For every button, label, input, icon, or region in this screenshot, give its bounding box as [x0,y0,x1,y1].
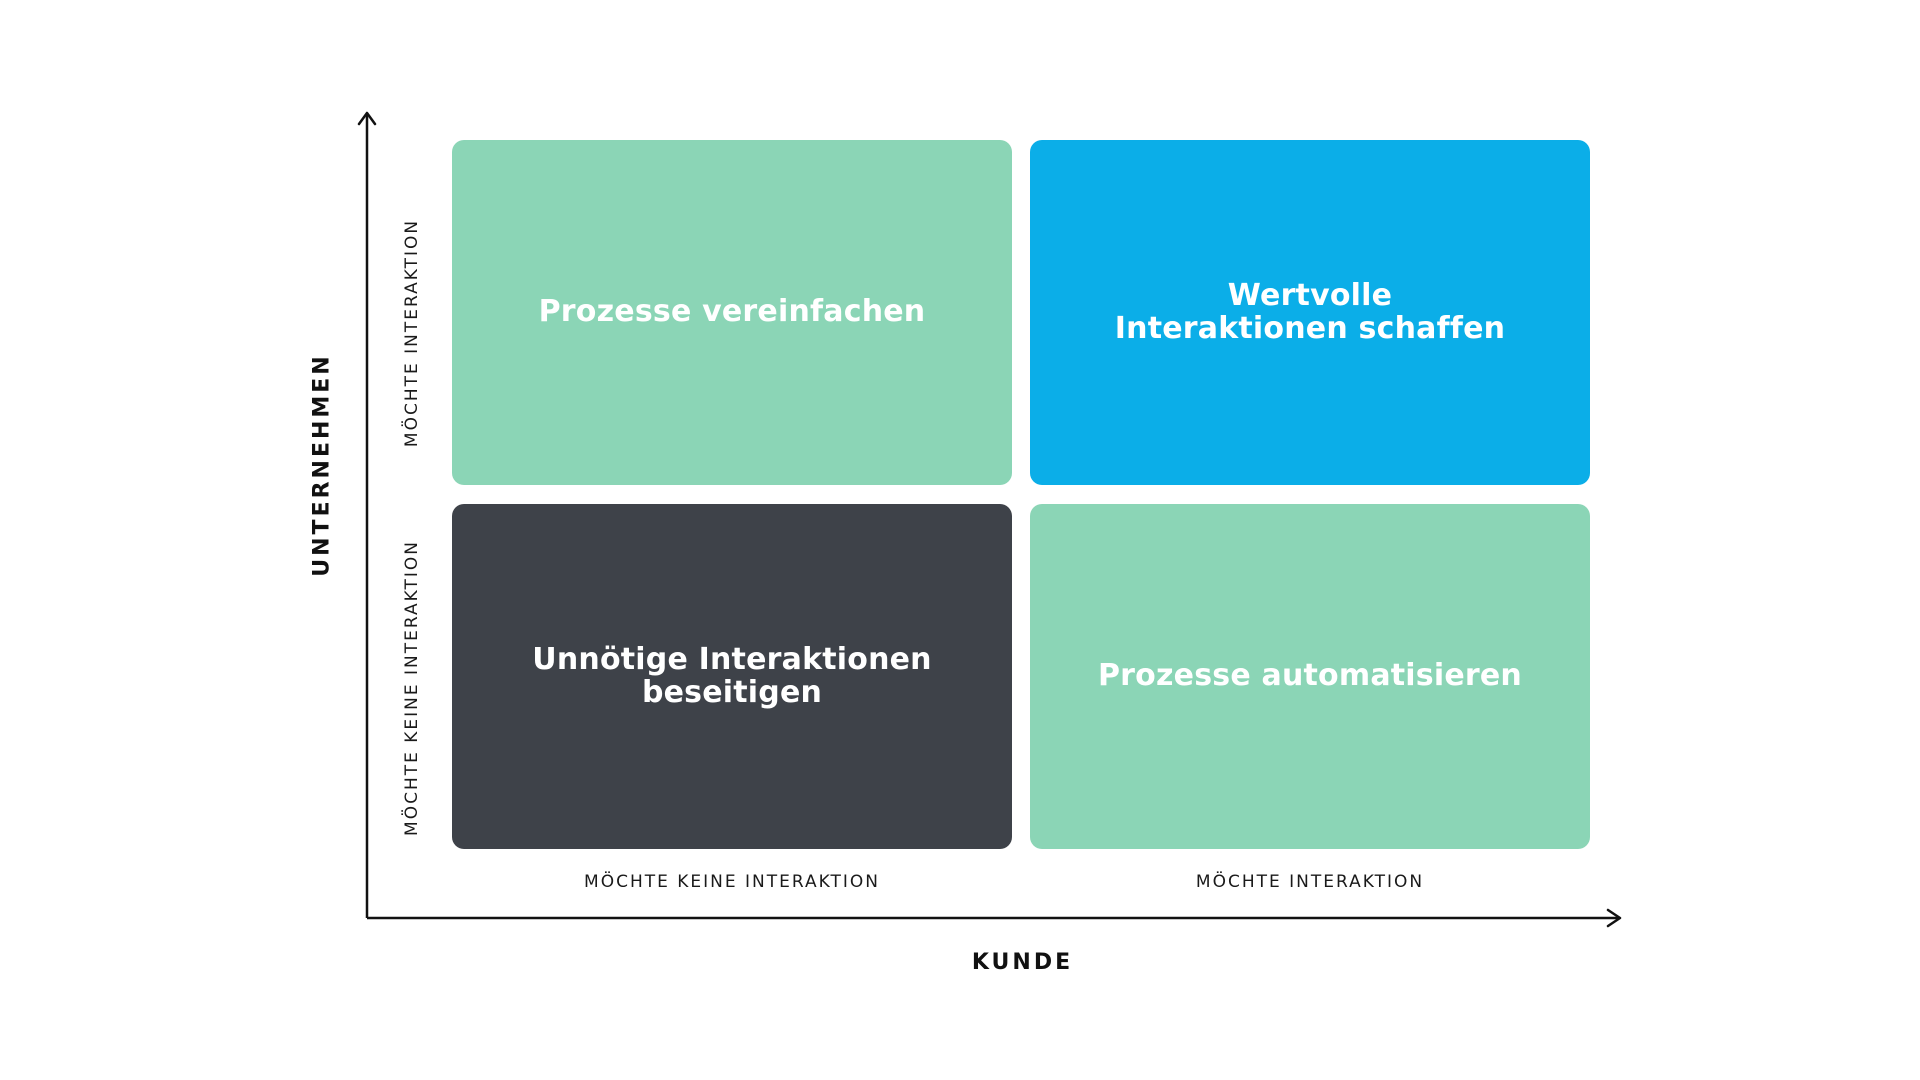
y-tick-text: MÖCHTE INTERAKTION [402,218,422,448]
quadrant-bottom-right: Prozesse automatisieren [1030,504,1590,849]
quadrant-label: Prozesse automatisieren [1098,658,1522,694]
x-tick-label-left: MÖCHTE KEINE INTERAKTION [584,872,880,892]
quadrant-label: Unnötige Interaktionen beseitigen [532,642,932,710]
y-axis-arrow-icon [357,111,377,126]
quadrant-label: Wertvolle Interaktionen schaffen [1114,278,1506,346]
x-tick-label-right: MÖCHTE INTERAKTION [1195,872,1425,892]
quadrant-top-right: Wertvolle Interaktionen schaffen [1030,140,1590,485]
quadrant-bottom-left: Unnötige Interaktionen beseitigen [452,504,1012,849]
quadrant-top-left: Prozesse vereinfachen [452,140,1012,485]
quadrant-label: Prozesse vereinfachen [538,294,926,330]
y-axis-title-text: UNTERNEHMEN [309,353,335,577]
x-axis-arrow-icon [1606,908,1622,928]
x-axis-title: KUNDE [971,950,1074,975]
y-tick-text: MÖCHTE KEINE INTERAKTION [402,540,422,836]
